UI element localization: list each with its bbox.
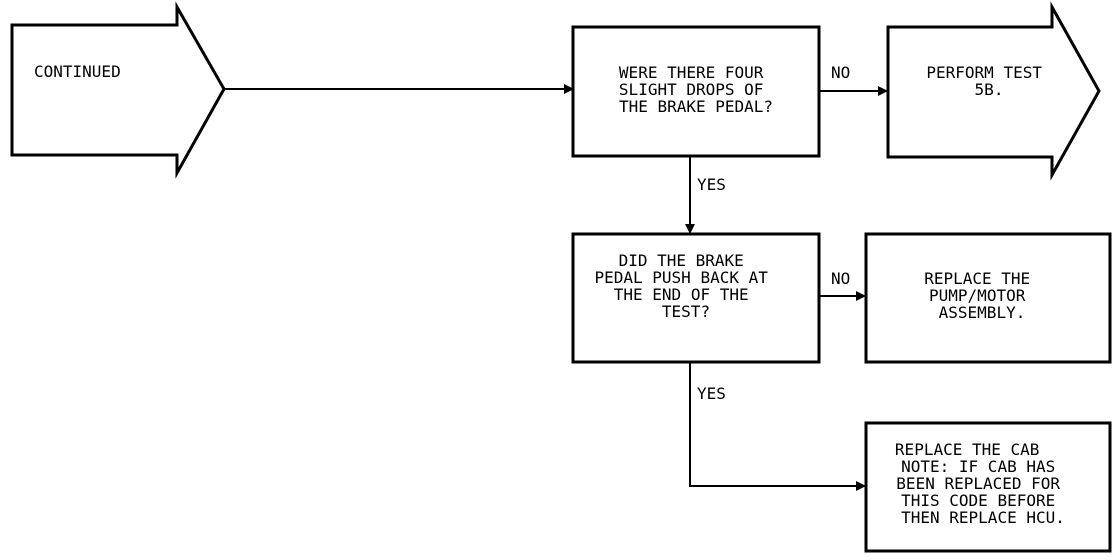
replace-pump-line: ASSEMBLY. [939, 303, 1026, 322]
replace-pump-box: REPLACE THE PUMP/MOTOR ASSEMBLY. [864, 232, 1112, 364]
replace-cab-line: BEEN REPLACED FOR [896, 474, 1060, 493]
question-2-line: TEST? [662, 302, 710, 321]
replace-cab-line: REPLACE THE CAB [895, 440, 1040, 459]
replace-cab-box: REPLACE THE CAB NOTE: IF CAB HAS BEEN RE… [864, 421, 1112, 553]
replace-cab-line: NOTE: IF CAB HAS [901, 457, 1055, 476]
svg-text:WERE THERE FOUR SLIGHT D: WERE THERE FOUR SLIGHT DROPS OF THE BRAK… [619, 63, 773, 116]
question-1-yes-label: YES [697, 175, 726, 194]
svg-text:PERFORM TEST 5B.: PERFORM TEST 5B. [926, 63, 1051, 99]
perform-test-arrow: PERFORM TEST 5B. [886, 1, 1101, 181]
replace-pump-line: REPLACE THE [924, 269, 1030, 288]
question-1-no-label: NO [831, 63, 850, 82]
start-arrow-line: CONTINUED [34, 62, 121, 81]
svg-text:REPLACE THE PUMP/MOTOR: REPLACE THE PUMP/MOTOR ASSEMBLY. [924, 269, 1040, 322]
arrowhead-pump [856, 291, 866, 301]
connector-q2-yes [689, 363, 858, 487]
svg-text:DID THE BRAKE PEDAL PUSH: DID THE BRAKE PEDAL PUSH BACK AT THE END… [594, 251, 777, 321]
replace-cab-line: THIS CODE BEFORE [901, 491, 1055, 510]
arrowhead-q2 [685, 224, 695, 234]
question-2-line: THE END OF THE [614, 285, 749, 304]
question-2-line: DID THE BRAKE [619, 251, 744, 270]
connectors [222, 84, 888, 491]
replace-cab-line: THEN REPLACE HCU. [901, 508, 1065, 527]
question-1-line: SLIGHT DROPS OF [619, 80, 764, 99]
question-box-1: WERE THERE FOUR SLIGHT DROPS OF THE BRAK… [571, 25, 821, 158]
arrowhead-q1 [564, 84, 574, 94]
perform-test-line: PERFORM TEST [926, 63, 1042, 82]
svg-text:REPLACE THE CAB NOTE: IF: REPLACE THE CAB NOTE: IF CAB HAS BEEN RE… [895, 440, 1070, 527]
replace-pump-line: PUMP/MOTOR [929, 286, 1026, 305]
question-2-line: PEDAL PUSH BACK AT [594, 268, 768, 287]
question-1-line: THE BRAKE PEDAL? [619, 97, 773, 116]
question-2-yes-label: YES [697, 384, 726, 403]
arrowhead-test5b [878, 86, 888, 96]
start-arrow: CONTINUED [10, 1, 226, 179]
question-2-no-label: NO [831, 269, 850, 288]
arrowhead-cab [856, 481, 866, 491]
question-1-line: WERE THERE FOUR [619, 63, 764, 82]
perform-test-line: 5B. [975, 80, 1004, 99]
question-box-2: DID THE BRAKE PEDAL PUSH BACK AT THE END… [571, 232, 821, 364]
